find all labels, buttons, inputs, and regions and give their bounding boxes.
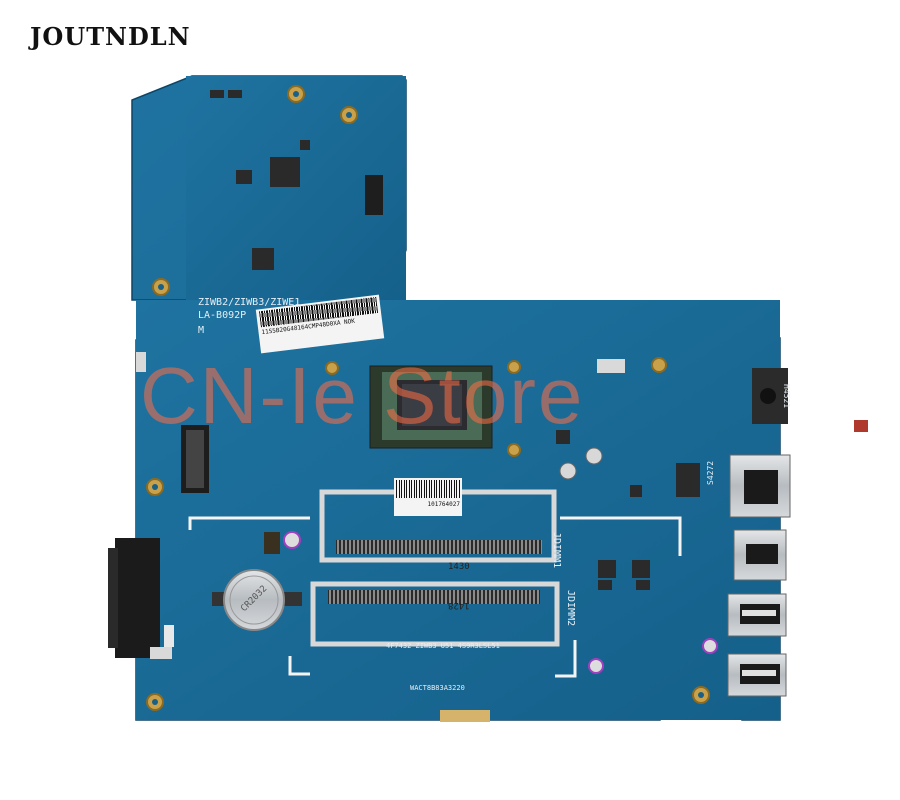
silk-line-1: 4F7432 ZIWB3 U51 4S9R3LSL51: [386, 642, 500, 650]
silk-line-2: WACT8B83A3220: [410, 684, 465, 692]
fan-connector: [597, 359, 625, 373]
capacitors: [283, 447, 718, 674]
cmos-battery: [212, 569, 302, 631]
board-rev-label: LA-B092P: [198, 310, 247, 321]
sata-connector: [108, 538, 160, 658]
mounting-holes: [146, 85, 710, 711]
ethernet-port: [729, 454, 791, 518]
smd-components: [164, 90, 868, 647]
barcode-sticker-text: 101764027: [427, 501, 460, 508]
audio-jack: [752, 368, 788, 424]
dimm1-code: 1430: [448, 562, 470, 572]
barcode-sticker: 101764027: [394, 478, 462, 516]
board-mfr-label: M: [198, 325, 205, 336]
dimm-slot-2: [310, 581, 560, 647]
brand-title: JOUTNDLN: [30, 22, 191, 51]
gold-edge: [440, 710, 490, 722]
dimm2-label: JDIMM2: [565, 590, 576, 627]
dimm1-label: JDIMM1: [551, 532, 562, 569]
cpu-chip: [369, 365, 493, 449]
usb-port-1: [727, 593, 787, 637]
port-label-2: S4272: [706, 460, 715, 485]
board-model-label: ZIWB2/ZIWB3/ZIWE1: [198, 297, 301, 308]
silkscreen-outlines: [188, 516, 682, 678]
port-label-1: H4521: [782, 384, 791, 409]
hdmi-port: [733, 529, 787, 581]
dimm2-code: 1428: [448, 600, 470, 610]
small-connector: [150, 647, 172, 659]
usb-port-2: [727, 653, 787, 697]
